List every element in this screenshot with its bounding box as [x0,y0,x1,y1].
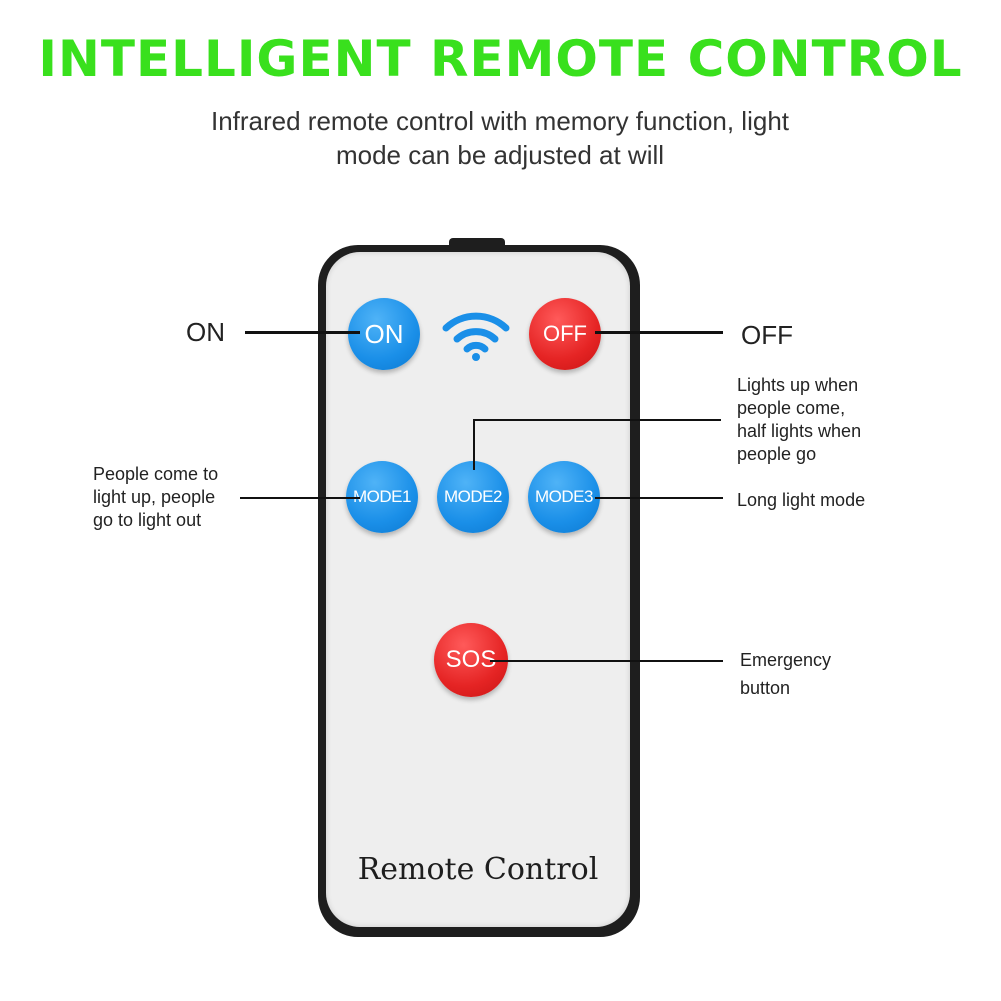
callout-line: people come, [737,398,846,418]
callout-line: half lights when [737,421,862,441]
sos-leader-line [490,660,723,662]
on-button[interactable]: ON [348,298,420,370]
callout-line: light up, people [93,487,216,507]
subtitle-line: Infrared remote control with memory func… [210,106,790,136]
mode1-callout: People come to light up, people go to li… [93,463,218,532]
on-callout: ON [186,317,225,347]
on-leader-line [245,331,360,334]
mode1-leader-line [240,497,360,499]
mode2-leader-horizontal [473,419,721,421]
mode2-leader-vertical [473,420,475,470]
off-leader-line [595,331,723,334]
callout-line: Lights up when [737,375,859,395]
mode1-button[interactable]: MODE1 [346,461,418,533]
mode2-callout: Lights up when people come, half lights … [737,374,861,466]
callout-line: Emergency [740,650,832,670]
mode3-leader-line [595,497,723,499]
sos-callout: Emergency button [740,646,831,702]
subtitle-line: mode can be adjusted at will [335,140,665,170]
mode3-callout: Long light mode [737,490,866,510]
off-button[interactable]: OFF [529,298,601,370]
callout-line: button [740,678,791,698]
mode2-button[interactable]: MODE2 [437,461,509,533]
page-subtitle: Infrared remote control with memory func… [150,104,850,172]
mode3-button[interactable]: MODE3 [528,461,600,533]
callout-line: people go [737,444,817,464]
callout-line: People come to [93,464,219,484]
remote-label: Remote Control [357,852,599,887]
off-callout: OFF [741,320,793,350]
wifi-icon [442,312,510,361]
callout-line: go to light out [93,510,202,530]
page-title: INTELLIGENT REMOTE CONTROL [38,30,963,88]
